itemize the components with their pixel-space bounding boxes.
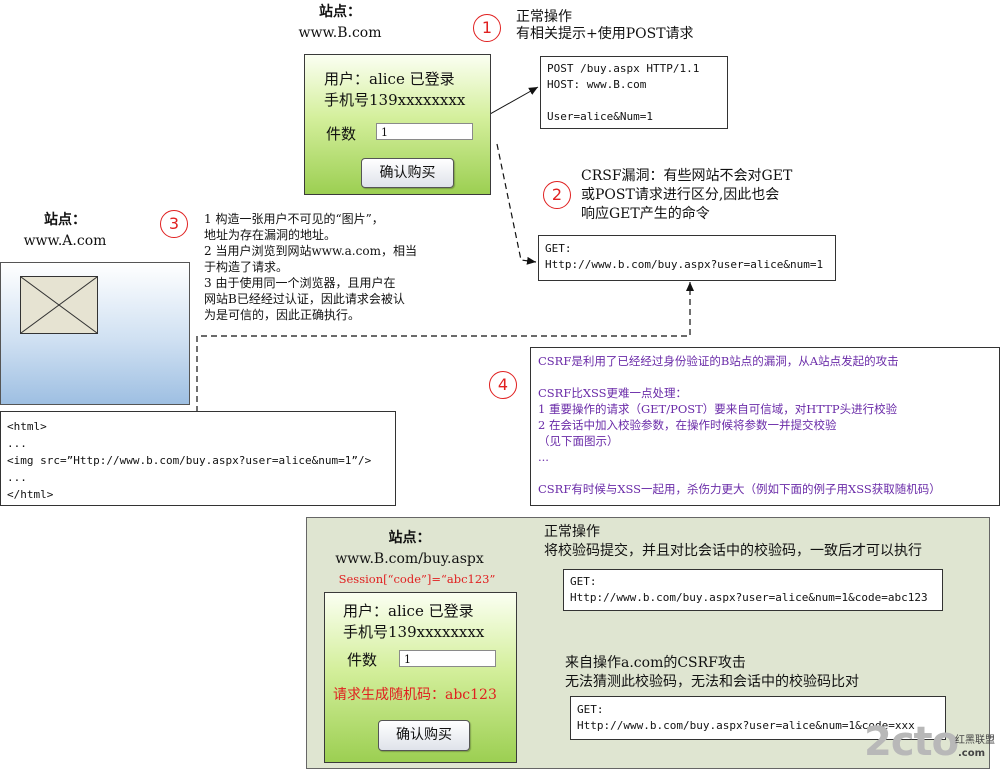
post-request-line: HOST: www.B.com <box>547 78 647 91</box>
step2-text-line: 或POST请求进行区分,因此也会 <box>581 187 780 203</box>
step2-text: CRSF漏洞：有些网站不会对GET 或POST请求进行区分,因此也会 响应GET… <box>581 167 841 224</box>
get-request-line: GET: <box>545 242 572 255</box>
normal-op-desc: 将校验码提交，并且对比会话中的校验码，一致后才可以执行 <box>544 543 922 559</box>
bottom-qty-input[interactable]: 1 <box>399 650 496 667</box>
attack-request-box: GET: Http://www.b.com/buy.aspx?user=alice… <box>570 696 946 740</box>
html-line: ... <box>7 471 27 484</box>
step2-text-line: 响应GET产生的命令 <box>581 206 710 222</box>
session-code-line: Session[“code”]=“abc123” <box>338 572 496 586</box>
step4-line: 1 重要操作的请求（GET/POST）要来自可信域，对HTTP头进行校验 <box>538 402 898 416</box>
attack-title: 来自操作a.com的CSRF攻击 <box>565 655 746 671</box>
watermark-dot-com: .com <box>958 748 986 759</box>
step4-line: ... <box>538 450 549 464</box>
step4-line: 2 在会话中加入校验参数，在操作时候将参数一并提交校验 <box>538 418 837 432</box>
token-defense-panel: 站点： www.B.com/buy.aspx Session[“code”]=“… <box>306 517 990 769</box>
bottom-user-line: 用户：alice 已登录 <box>343 602 474 620</box>
step4-line: CSRF比XSS更难一点处理： <box>538 386 688 400</box>
site-b-qty-input[interactable]: 1 <box>376 123 473 140</box>
bottom-site-label: 站点： www.B.com/buy.aspx <box>317 528 502 570</box>
step3-circle: 3 <box>160 210 188 238</box>
bottom-qty-label: 件数 <box>347 651 378 669</box>
bottom-phone-line: 手机号139xxxxxxxx <box>343 623 485 641</box>
html-line: </html> <box>7 488 54 501</box>
get-request-line: Http://www.b.com/buy.aspx?user=alice&num… <box>545 258 824 271</box>
step4-line <box>538 369 992 385</box>
bottom-site-label-text: 站点： <box>388 530 431 546</box>
step1-title: 正常操作 <box>516 9 572 25</box>
site-b-label-text: 站点： <box>319 4 361 20</box>
site-b-phone-line: 手机号139xxxxxxxx <box>324 91 466 109</box>
html-line: <img src=”Http://www.b.com/buy.aspx?user… <box>7 454 372 467</box>
post-request-line: User=alice&Num=1 <box>547 110 653 123</box>
step4-line: CSRF有时候与XSS一起用，杀伤力更大（例如下面的例子用XSS获取随机码） <box>538 482 941 496</box>
site-b-panel: 用户：alice 已登录 手机号139xxxxxxxx 件数 1 确认购买 <box>304 54 491 195</box>
site-b-user-line: 用户：alice 已登录 <box>324 70 455 88</box>
post-request-line <box>547 93 721 109</box>
step3-text: 1 构造一张用户不可见的“图片”， 地址为存在漏洞的地址。 2 当用户浏览到网站… <box>204 211 444 323</box>
site-a-html-box: <html>... <img src=”Http://www.b.com/buy.… <box>0 411 396 506</box>
step4-line: （见下面图示） <box>538 434 619 448</box>
watermark-main: 2cto <box>864 719 959 765</box>
step3-text-line: 2 当用户浏览到网站www.a.com，相当 <box>204 244 417 258</box>
step3-text-line: 网站B已经经过认证，因此请求会被认 <box>204 292 405 306</box>
step4-line <box>538 465 992 481</box>
site-a-label-text: 站点： <box>44 212 86 228</box>
random-code-line: 请求生成随机码：abc123 <box>333 687 497 703</box>
post-request-line: POST /buy.aspx HTTP/1.1 <box>547 62 700 75</box>
site-a-label: 站点： www.A.com <box>20 210 110 252</box>
watermark-logo: 2cto <box>864 719 959 765</box>
step4-circle: 4 <box>489 371 517 399</box>
step4-line: CSRF是利用了已经经过身份验证的B站点的漏洞，从A站点发起的攻击 <box>538 354 899 368</box>
step3-text-line: 3 由于使用同一个浏览器，且用户在 <box>204 276 396 290</box>
get-request-box: GET: Http://www.b.com/buy.aspx?user=alice… <box>538 235 836 281</box>
normal-op-title: 正常操作 <box>544 524 600 540</box>
attack-desc: 无法猜测此校验码，无法和会话中的校验码比对 <box>565 674 859 690</box>
site-a-dashed-connector <box>196 282 694 412</box>
html-line: ... <box>7 437 27 450</box>
attack-request-line: GET: <box>577 703 604 716</box>
watermark-sub: 红黑联盟 <box>955 735 995 746</box>
hidden-image-icon <box>20 276 98 334</box>
step1-circle: 1 <box>473 14 501 42</box>
normal-request-line: Http://www.b.com/buy.aspx?user=alice&num… <box>570 591 928 604</box>
site-b-qty-label: 件数 <box>326 125 357 143</box>
normal-request-box: GET: Http://www.b.com/buy.aspx?user=alice… <box>563 569 943 611</box>
bottom-buy-button[interactable]: 确认购买 <box>378 720 470 751</box>
site-a-domain: www.A.com <box>23 233 107 249</box>
step2-circle: 2 <box>543 181 571 209</box>
step3-text-line: 1 构造一张用户不可见的“图片”， <box>204 212 384 226</box>
site-b-domain: www.B.com <box>298 25 382 41</box>
step3-text-line: 于构造了请求。 <box>204 260 289 274</box>
step4-notes-box: CSRF是利用了已经经过身份验证的B站点的漏洞，从A站点发起的攻击 CSRF比X… <box>530 347 1000 506</box>
html-line: <html> <box>7 420 47 433</box>
step3-text-line: 地址为存在漏洞的地址。 <box>204 228 337 242</box>
step3-text-line: 为是可信的，因此正确执行。 <box>204 308 361 322</box>
get-request-dashed-arrow <box>496 143 537 265</box>
site-b-buy-button[interactable]: 确认购买 <box>361 158 454 188</box>
bottom-site-domain: www.B.com/buy.aspx <box>335 551 484 567</box>
attack-request-line: Http://www.b.com/buy.aspx?user=alice&num… <box>577 719 915 732</box>
site-b-label: 站点： www.B.com <box>295 2 385 44</box>
site-a-panel <box>0 262 190 405</box>
normal-request-line: GET: <box>570 575 597 588</box>
bottom-site-b-panel: 用户：alice 已登录 手机号139xxxxxxxx 件数 1 请求生成随机码… <box>324 592 517 763</box>
step2-text-line: CRSF漏洞：有些网站不会对GET <box>581 168 793 184</box>
step1-desc: 有相关提示+使用POST请求 <box>516 26 694 42</box>
